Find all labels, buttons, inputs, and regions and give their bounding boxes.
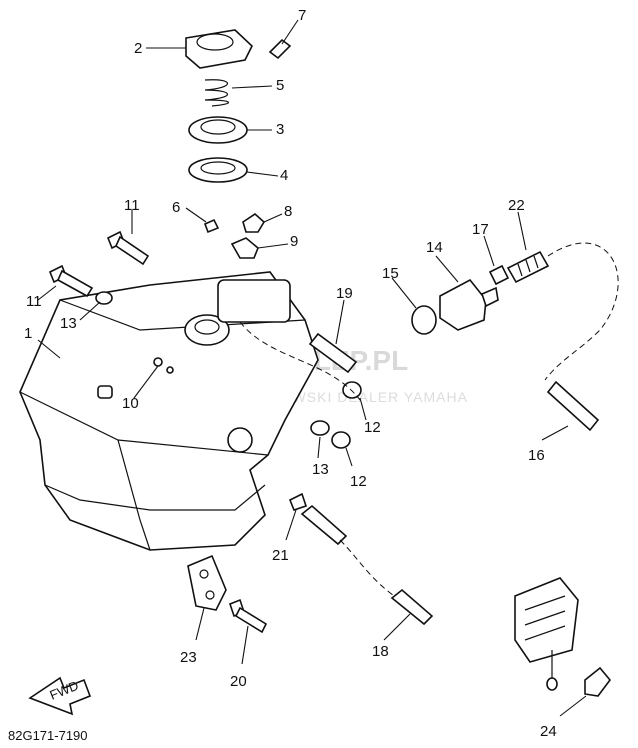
cap-pin [268,38,292,60]
fuel-line-lower [339,539,401,601]
cap-seal [188,116,248,144]
primer-bulb [514,577,612,697]
hose-clip [488,264,510,286]
callout-19: 19 [336,285,353,302]
bracket-clip [230,237,259,259]
callout-7: 7 [298,7,306,24]
callout-20: 20 [230,673,247,690]
mount-bolt [229,598,268,634]
callout-2: 2 [134,40,142,57]
fuel-pipe [308,332,358,374]
callout-4: 4 [280,167,288,184]
filler-neck [184,314,230,346]
bolt-upper [106,230,150,266]
callout-11-upper: 11 [124,197,140,214]
callout-23: 23 [180,649,197,666]
callouts: 2 7 5 3 4 6 8 9 11 11 13 1 10 19 12 13 1 [24,7,587,740]
callout-3: 3 [276,121,284,138]
vent-line [239,321,361,401]
hose-middle [300,504,348,546]
mount-bracket [187,554,227,611]
fuel-cock [439,278,499,331]
callout-24: 24 [540,723,557,740]
callout-14: 14 [426,239,443,256]
callout-17: 17 [472,221,489,238]
callout-6: 6 [172,199,180,216]
callout-8: 8 [284,203,292,220]
callout-16: 16 [528,447,545,464]
callout-21: 21 [272,547,289,564]
hose-lower [390,588,434,626]
callout-10: 10 [122,395,139,412]
washer-lower [310,420,330,436]
fuel-filter [506,250,550,284]
cap-gasket [188,157,248,183]
callout-11-lower: 11 [26,293,42,310]
callout-13-upper: 13 [60,315,77,332]
callout-5: 5 [276,77,284,94]
cap-spring [204,79,229,107]
bolt-lower [48,264,94,298]
fwd-arrow-icon: FWD [28,676,92,716]
fuel-cap [185,29,253,69]
tank-boss [227,427,253,453]
callout-9: 9 [290,233,298,250]
callout-12-lower: 12 [350,473,367,490]
tank-plug [97,385,113,399]
callout-12-upper: 12 [364,419,381,436]
fuel-tank [19,271,319,551]
fuel-line-upper [544,242,619,381]
grommet-upper [342,381,362,399]
callout-15: 15 [382,265,399,282]
diagram-code: 82G171-7190 [8,728,88,743]
screw-small [203,218,220,234]
callout-13-lower: 13 [312,461,329,478]
washer-upper [95,291,113,305]
hose-end [546,380,600,432]
grommet-lower [331,431,351,449]
hose-clamp [288,492,308,511]
clip-part [242,212,266,233]
callout-18: 18 [372,643,389,660]
fuel-cock-bracket [217,279,291,323]
callout-22: 22 [508,197,525,214]
o-ring [411,305,437,335]
callout-1: 1 [24,325,32,342]
